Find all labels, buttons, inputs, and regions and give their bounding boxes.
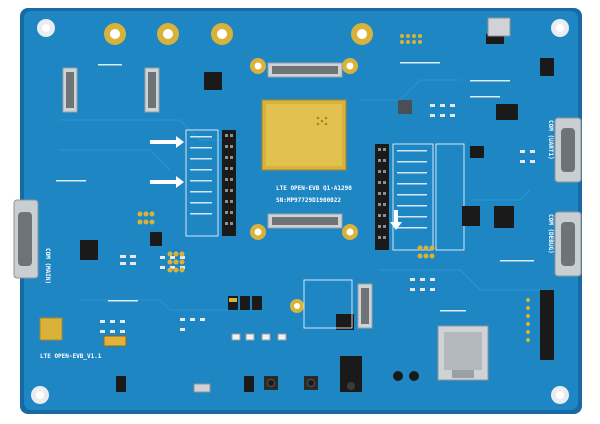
com-main-label: COM (MAIN) [44,248,51,284]
leds [231,333,287,341]
com-debug-label: COM (DEBUG) [547,214,554,254]
right-pin-header [375,144,389,250]
com-debug-connector [554,211,582,277]
sim-card-holder [437,325,489,381]
module-label-line1: LTE OPEN-EVB Q1-A1290 [276,185,352,192]
sensor-chip [398,100,412,114]
ic-chips [80,34,518,330]
left-pin-header [222,130,236,236]
gold-test-pad [39,317,63,341]
header-footprints [137,34,530,342]
right-edge-header [540,290,554,360]
left-board-connectors [62,67,160,113]
switch-top-right [540,58,554,76]
com-uart1-label: COM (UART1) [547,120,554,160]
module-label-line2: SN:MP97729D1900022 [276,197,341,204]
com-main-connector [13,199,39,279]
silkscreen-arrows [150,136,402,230]
jumpers [228,296,262,310]
top-gold-pads [104,23,373,313]
header-label-boxes [185,129,465,251]
tantalum-capacitor [103,335,127,347]
mounting-holes [31,19,569,404]
bottom-edge-components [116,356,419,393]
pcb-body [24,11,578,410]
passive-components [100,104,535,333]
board-version-label: LTE OPEN-EVB_V1.1 [40,353,102,360]
com-uart1-connector [554,117,582,183]
microsd-holder [487,17,511,37]
